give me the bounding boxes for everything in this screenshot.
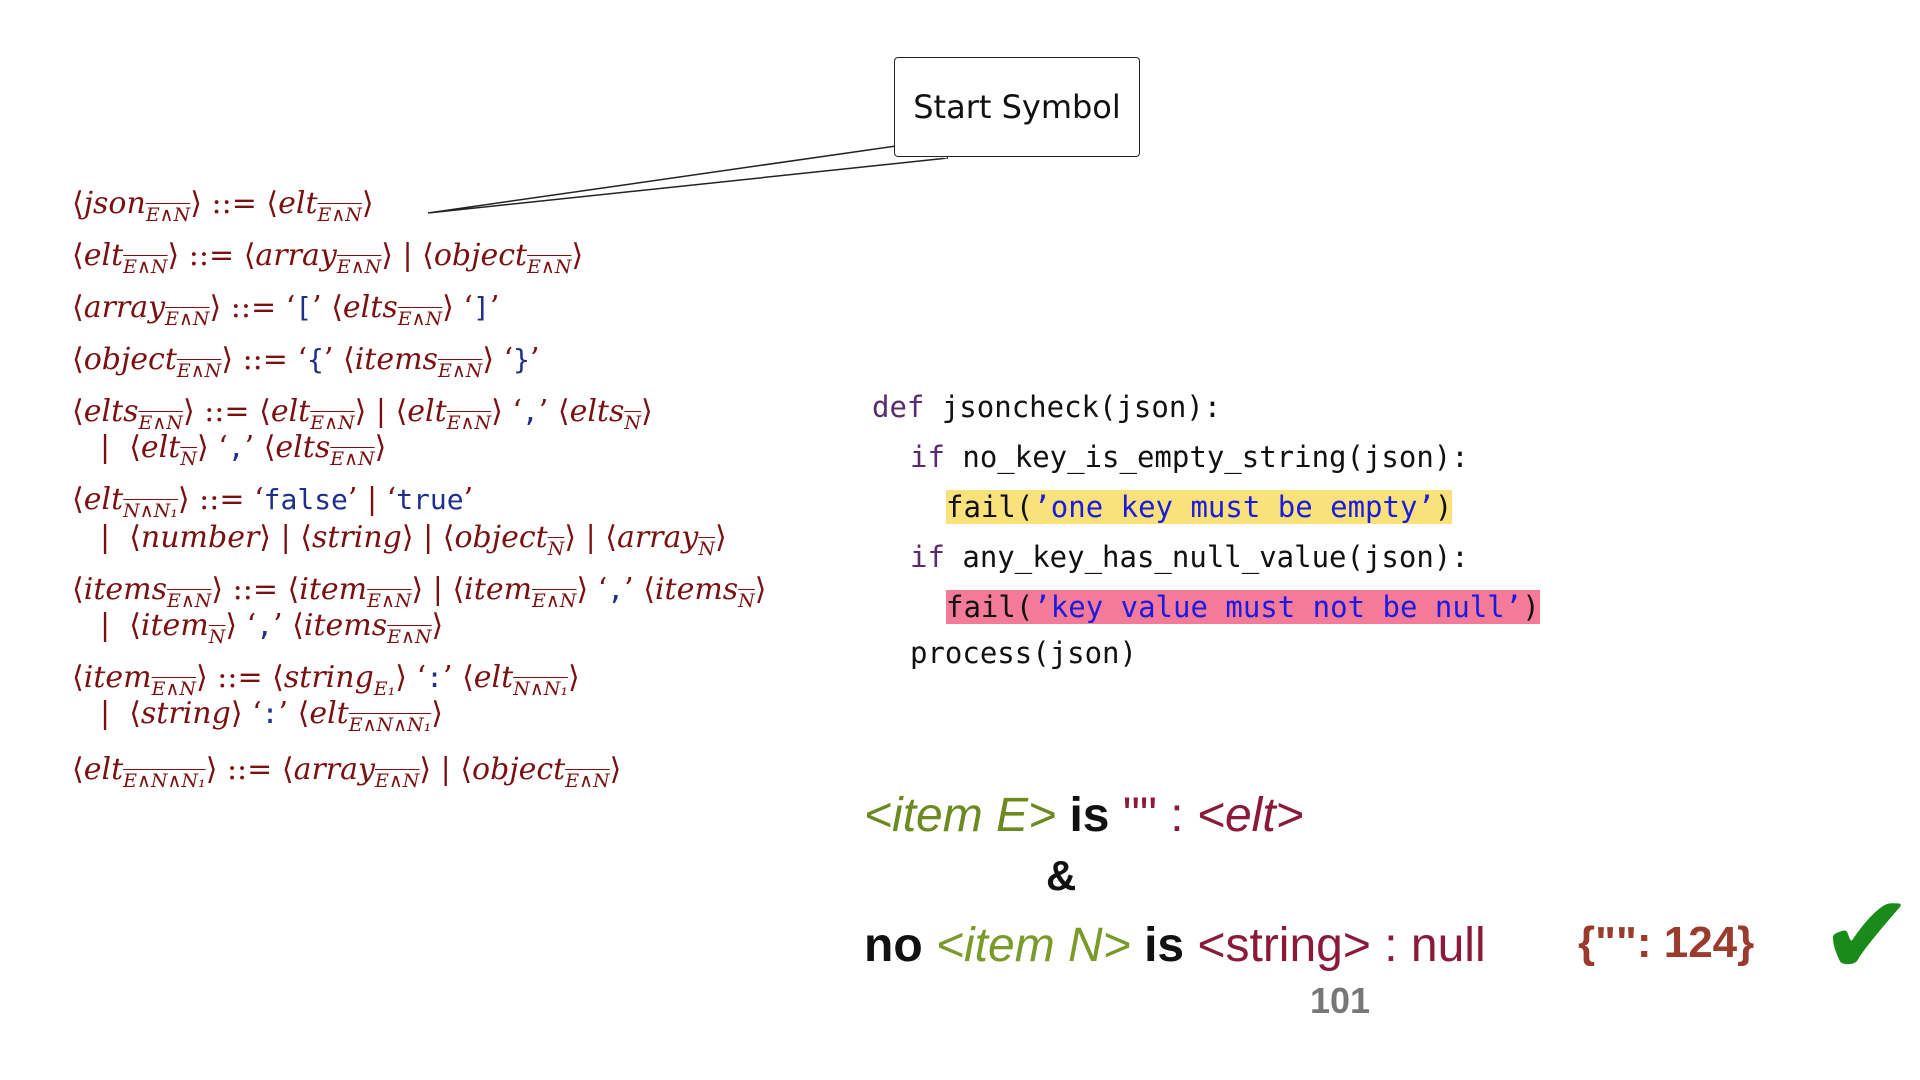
code-line-1: def jsoncheck(json): [872,390,1222,424]
rule-json: ⟨jsonE∧N⟩ ::= ⟨eltE∧N⟩ [72,186,374,226]
rule-elt-enn1: ⟨eltE∧N∧N₁⟩ ::= ⟨arrayE∧N⟩ | ⟨objectE∧N⟩ [72,752,622,792]
statement-line-1: <item E> is "" : <elt> [864,789,1304,842]
rule-elts-cont: | ⟨eltN⟩ ‘,’ ⟨eltsE∧N⟩ [100,430,387,470]
rule-elt-nn1-cont: | ⟨number⟩ | ⟨string⟩ | ⟨objectN⟩ | ⟨arr… [100,520,727,560]
checkmark-icon: ✔ [1820,871,1914,1001]
page-number: 101 [1310,980,1371,1021]
rule-items-cont: | ⟨itemN⟩ ‘,’ ⟨itemsE∧N⟩ [100,608,444,648]
code-line-3: fail(’one key must be empty’) [946,490,1453,524]
rule-object: ⟨objectE∧N⟩ ::= ‘{’ ⟨itemsE∧N⟩ ‘}’ [72,342,540,382]
rule-item: ⟨itemE∧N⟩ ::= ⟨stringE₁⟩ ‘:’ ⟨eltN∧N₁⟩ [72,660,580,700]
rule-elt: ⟨eltE∧N⟩ ::= ⟨arrayE∧N⟩ | ⟨objectE∧N⟩ [72,238,584,278]
start-symbol-callout: Start Symbol [894,57,1140,157]
code-line-2: if no_key_is_empty_string(json): [910,440,1469,474]
rule-items: ⟨itemsE∧N⟩ ::= ⟨itemE∧N⟩ | ⟨itemE∧N⟩ ‘,’… [72,572,767,612]
rule-elts: ⟨eltsE∧N⟩ ::= ⟨eltE∧N⟩ | ⟨eltE∧N⟩ ‘,’ ⟨e… [72,394,653,434]
rule-item-cont: | ⟨string⟩ ‘:’ ⟨eltE∧N∧N₁⟩ [100,696,443,736]
statement-line-2: no <item N> is <string> : null [864,919,1486,972]
rule-elt-nn1: ⟨eltN∧N₁⟩ ::= ‘false’ | ‘true’ [72,482,474,522]
json-example: {"": 124} [1578,918,1755,967]
code-line-4: if any_key_has_null_value(json): [910,540,1469,574]
rule-array: ⟨arrayE∧N⟩ ::= ‘[’ ⟨eltsE∧N⟩ ‘]’ [72,290,500,330]
code-line-5: fail(’key value must not be null’) [946,590,1540,624]
statement-ampersand: & [1046,852,1077,899]
callout-label: Start Symbol [913,88,1121,126]
code-line-6: process(json) [910,636,1137,670]
